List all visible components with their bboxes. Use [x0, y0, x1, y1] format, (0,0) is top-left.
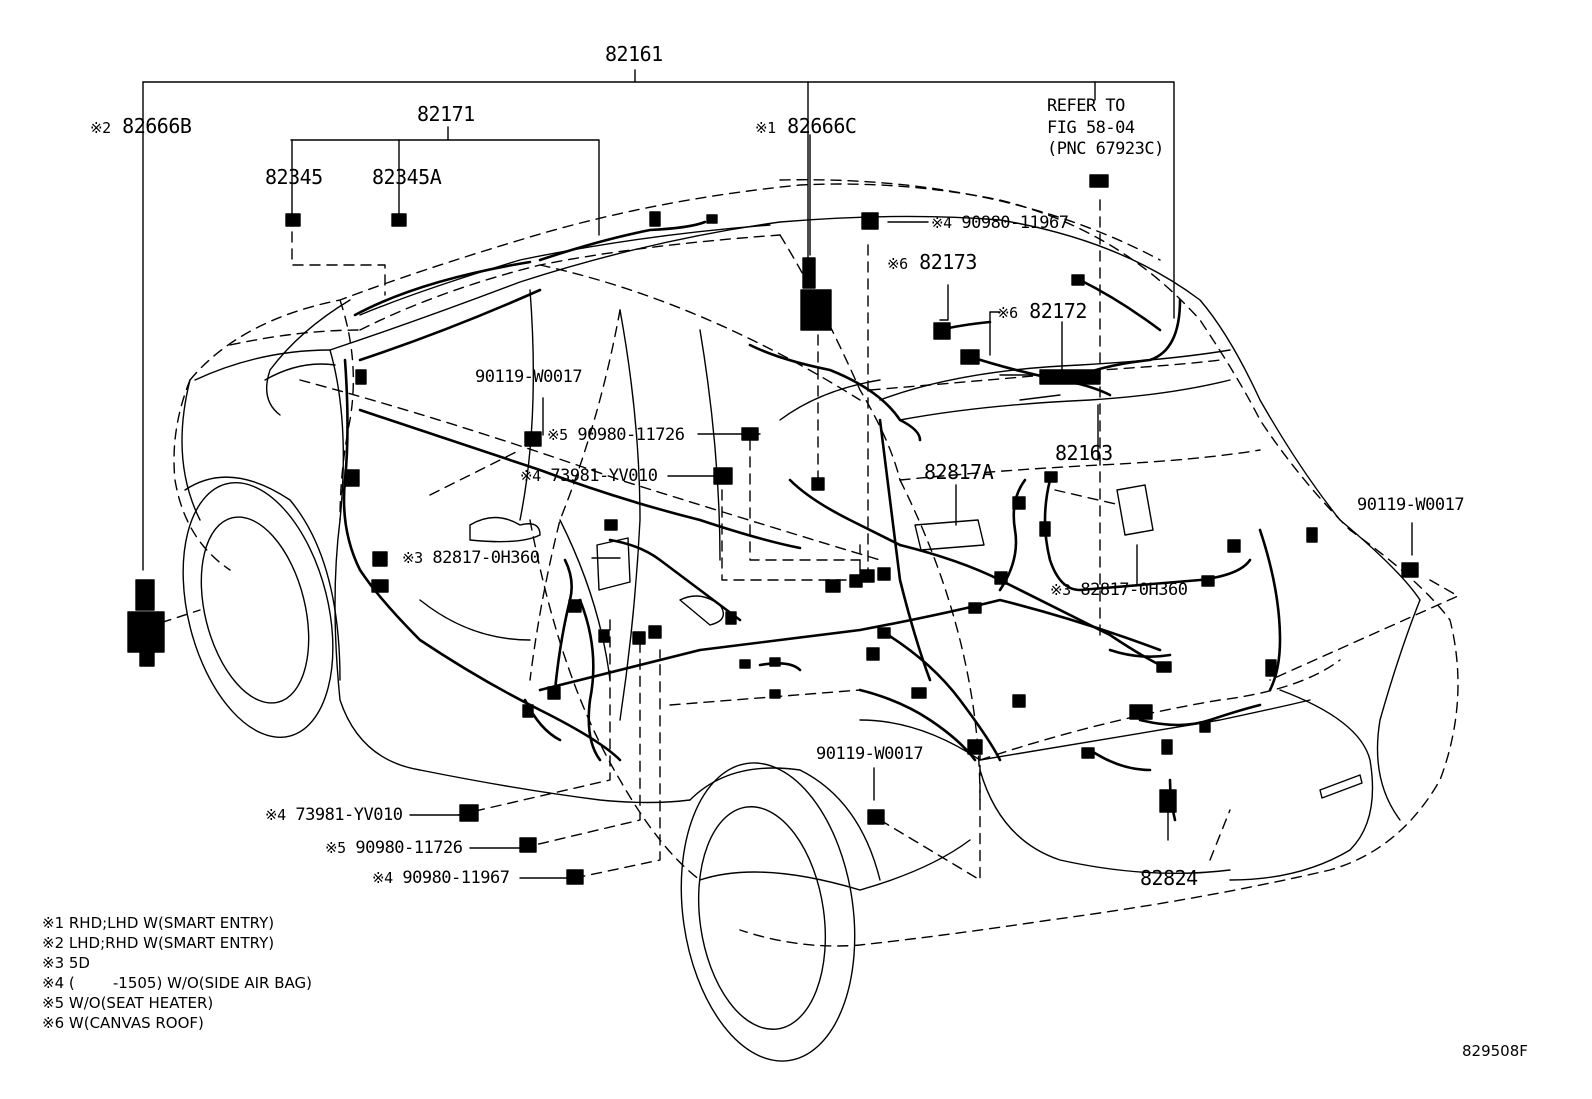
notes-legend: ※1 RHD;LHD W(SMART ENTRY) ※2 LHD;RHD W(S… [42, 913, 312, 1033]
label-82163: 82163 [1055, 441, 1113, 465]
label-90980-11726-bottom: ※5 90980-11726 [325, 838, 463, 858]
label-73981-yv010-bottom: ※4 73981-YV010 [265, 805, 403, 825]
part-number-82817-0h360-left: 82817-0H360 [432, 548, 540, 568]
note-mark-2: ※2 [90, 119, 111, 137]
part-number-73981-yv010-bottom: 73981-YV010 [295, 805, 403, 825]
part-number-82172: 82172 [1029, 299, 1087, 323]
wire-harness [342, 220, 1282, 822]
note-mark-5b: ※5 [325, 839, 346, 857]
label-82817-0h360-right: ※3 82817-0H360 [1050, 580, 1188, 600]
label-90980-11726-mid: ※5 90980-11726 [547, 425, 685, 445]
figure-id: 829508F [1462, 1042, 1528, 1060]
note-3: ※3 5D [42, 954, 90, 972]
note-mark-3b: ※3 [1050, 581, 1071, 599]
refer-line-1: REFER TO [1047, 96, 1125, 116]
note-mark-4c: ※4 [265, 806, 286, 824]
label-90119-w0017-left: 90119-W0017 [475, 367, 583, 387]
car-body [194, 215, 1421, 891]
refer-line-2: FIG 58-04 [1047, 118, 1135, 138]
note-mark-6b: ※6 [997, 304, 1018, 322]
leader-lines [142, 69, 1413, 879]
note-2: ※2 LHD;RHD W(SMART ENTRY) [42, 934, 275, 952]
note-5: ※5 W/O(SEAT HEATER) [42, 994, 214, 1012]
note-mark-4d: ※4 [372, 869, 393, 887]
label-82666c: ※1 82666C [755, 114, 857, 138]
label-82666b: ※2 82666B [90, 114, 192, 138]
note-mark-1: ※1 [755, 119, 776, 137]
connectors [127, 174, 1419, 885]
body-outline [144, 179, 1459, 947]
part-number-82173: 82173 [919, 250, 977, 274]
part-number-82666c: 82666C [787, 114, 857, 138]
part-number-90980-11967-top: 90980-11967 [961, 213, 1069, 233]
note-4: ※4 ( -1505) W/O(SIDE AIR BAG) [42, 974, 313, 992]
label-73981-yv010-mid: ※4 73981-YV010 [520, 466, 658, 486]
part-number-90980-11726-bottom: 90980-11726 [355, 838, 463, 858]
front-wheel [181, 379, 341, 738]
label-82173: ※6 82173 [887, 252, 977, 274]
label-90119-w0017-right: 90119-W0017 [1357, 495, 1465, 515]
note-mark-4b: ※4 [520, 467, 541, 485]
label-82171: 82171 [417, 102, 475, 126]
label-90980-11967-bottom: ※4 90980-11967 [372, 868, 510, 888]
note-mark-6a: ※6 [887, 255, 908, 273]
label-82345a: 82345A [372, 165, 442, 189]
part-number-73981-yv010-mid: 73981-YV010 [550, 466, 658, 486]
note-1: ※1 RHD;LHD W(SMART ENTRY) [42, 914, 275, 932]
part-number-82666b: 82666B [122, 114, 192, 138]
label-82161: 82161 [605, 42, 663, 66]
label-82817-0h360-left: ※3 82817-0H360 [402, 548, 540, 568]
note-mark-3a: ※3 [402, 549, 423, 567]
label-90119-w0017-bottom: 90119-W0017 [816, 744, 924, 764]
label-82817a: 82817A [924, 460, 994, 484]
label-82172: ※6 82172 [997, 301, 1087, 323]
label-90980-11967-top: ※4 90980-11967 [931, 213, 1069, 233]
note-mark-5a: ※5 [547, 426, 568, 444]
label-82345: 82345 [265, 165, 323, 189]
refer-line-3: (PNC 67923C) [1047, 139, 1164, 159]
part-number-90980-11967-bottom: 90980-11967 [402, 868, 510, 888]
part-number-82817-0h360-right: 82817-0H360 [1080, 580, 1188, 600]
note-mark-4: ※4 [931, 214, 952, 232]
part-number-90980-11726-mid: 90980-11726 [577, 425, 685, 445]
note-6: ※6 W(CANVAS ROOF) [42, 1014, 204, 1032]
label-82824: 82824 [1140, 866, 1198, 890]
rear-wheel [680, 762, 881, 1062]
